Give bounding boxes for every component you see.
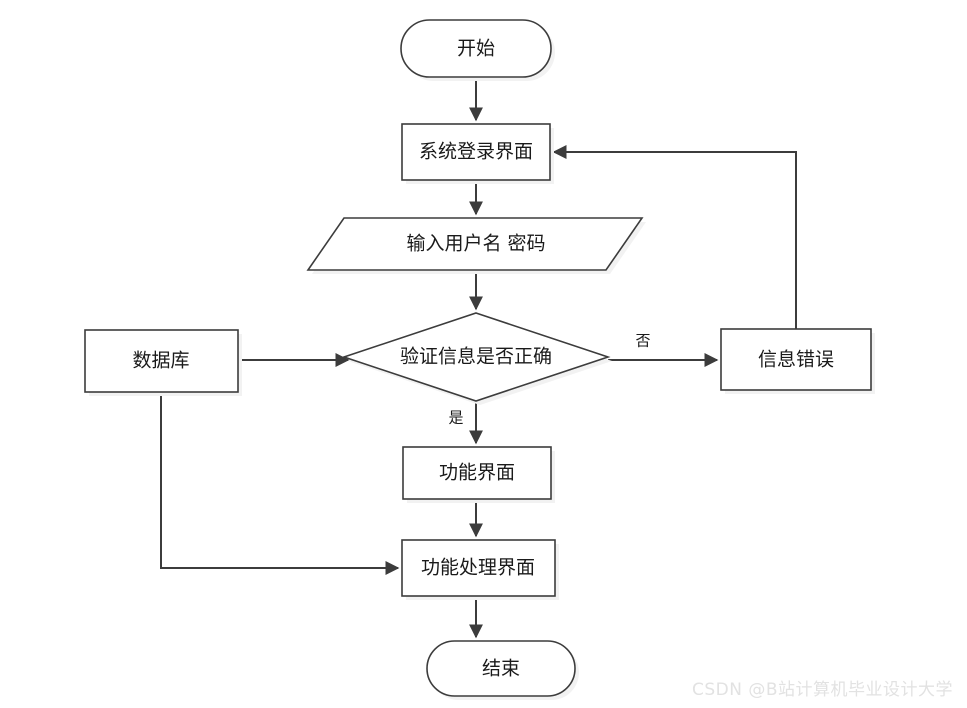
node-feature-shape [402, 446, 552, 500]
node-verify-shape [341, 312, 611, 402]
node-login[interactable]: 系统登录界面 [401, 123, 554, 184]
watermark: CSDN @B站计算机毕业设计大学 [691, 680, 953, 700]
node-error[interactable]: 信息错误 [720, 328, 875, 394]
node-database-label: 数据库 [132, 350, 189, 372]
connectors [160, 77, 797, 639]
node-input-shape [306, 217, 644, 271]
node-processing[interactable]: 功能处理界面 [401, 539, 559, 600]
node-error-label: 信息错误 [758, 349, 834, 371]
node-start-label: 开始 [457, 38, 495, 60]
node-verify-label: 验证信息是否正确 [400, 346, 552, 368]
node-end[interactable]: 结束 [426, 640, 579, 700]
edge-database-processing [160, 392, 400, 575]
node-verify[interactable]: 验证信息是否正确 [341, 312, 612, 405]
node-start-shape [400, 19, 552, 78]
node-end-shape [426, 640, 576, 697]
node-error-shape [720, 328, 872, 391]
edge-error-login [552, 145, 797, 329]
node-feature[interactable]: 功能界面 [402, 446, 555, 503]
edge-label-yes: 是 [448, 409, 463, 427]
node-end-label: 结束 [482, 658, 520, 680]
node-input-label: 输入用户名 密码 [406, 233, 545, 255]
node-feature-label: 功能界面 [439, 462, 515, 484]
node-login-label: 系统登录界面 [419, 141, 533, 163]
node-processing-shape [401, 539, 556, 597]
node-start[interactable]: 开始 [400, 19, 555, 81]
node-database-shape [84, 329, 239, 393]
node-login-shape [401, 123, 551, 181]
node-database[interactable]: 数据库 [84, 329, 242, 396]
edge-label-no: 否 [635, 332, 650, 350]
node-processing-label: 功能处理界面 [421, 557, 535, 579]
node-input[interactable]: 输入用户名 密码 [306, 217, 646, 274]
